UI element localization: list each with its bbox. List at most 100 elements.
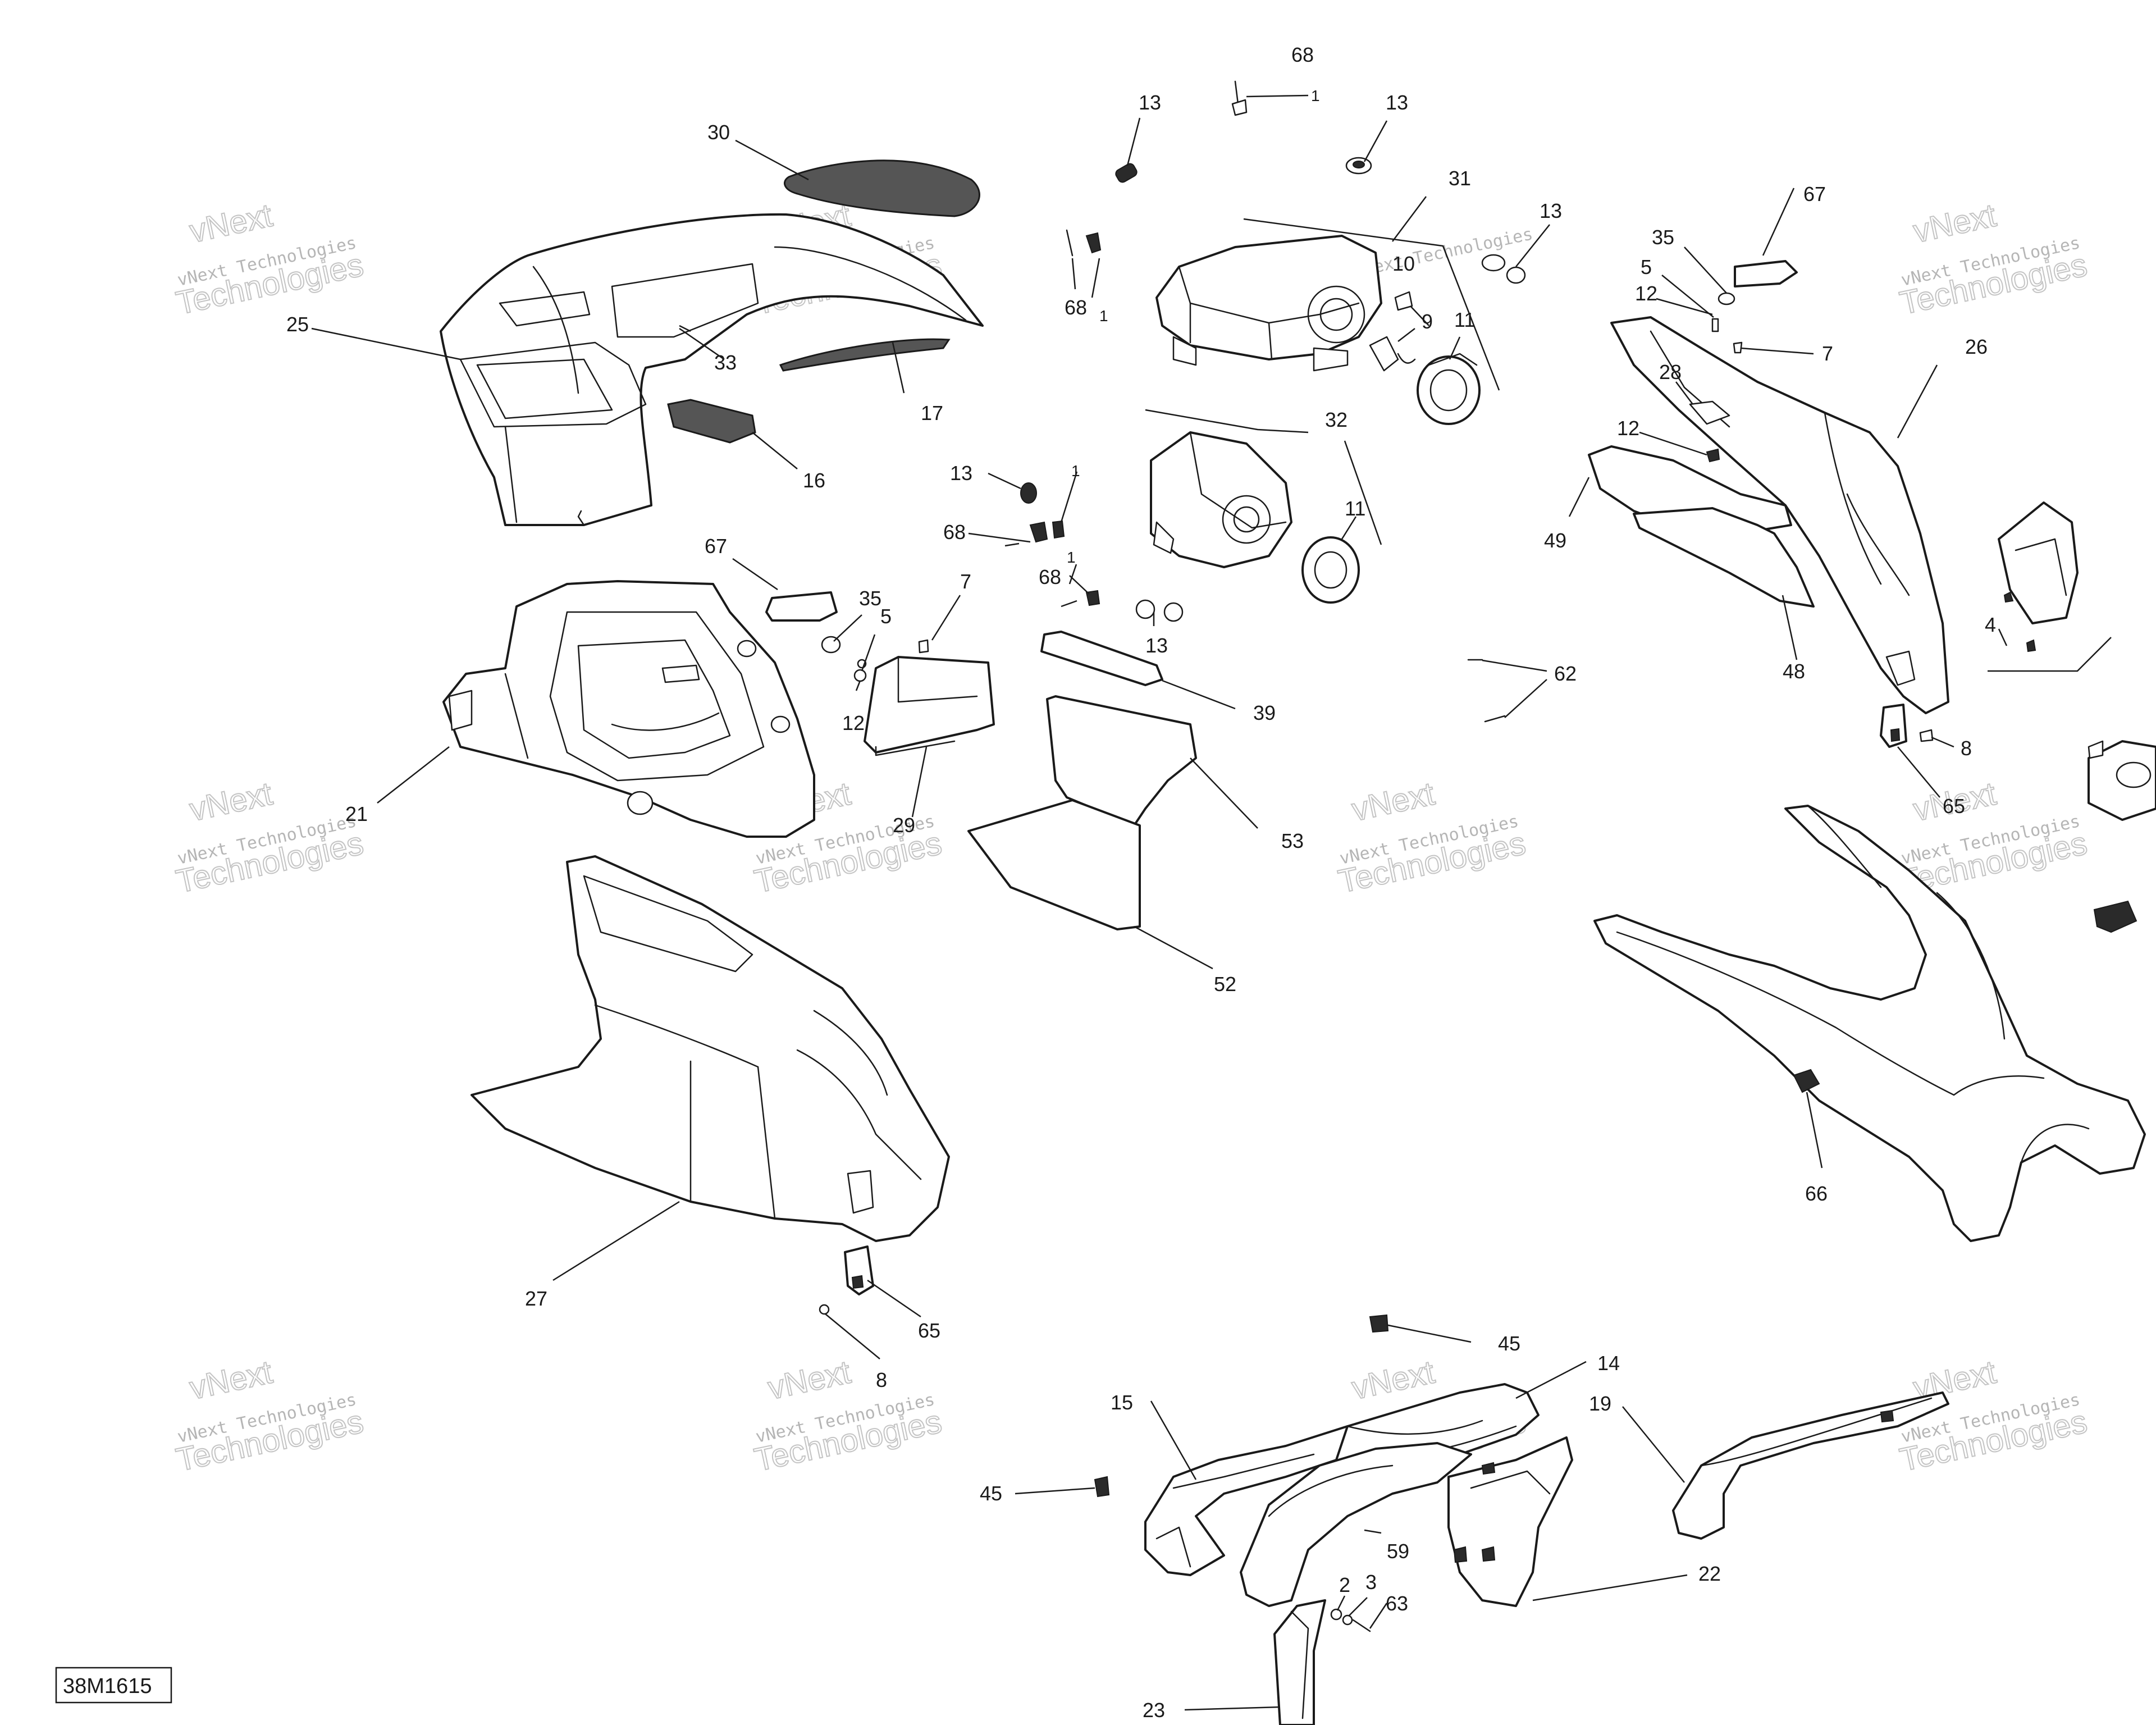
callout-23: 23 bbox=[1143, 1699, 1165, 1722]
part-25-hood bbox=[440, 213, 984, 526]
part-67-trim bbox=[765, 591, 838, 622]
part-49-inner-trim bbox=[1588, 445, 1792, 535]
part-8-screw bbox=[1919, 729, 1934, 742]
callout-21: 21 bbox=[345, 802, 368, 825]
part-28-bracket bbox=[1689, 400, 1730, 425]
part-right-edge-connector bbox=[2093, 900, 2137, 933]
callout-65: 65 bbox=[1943, 795, 1965, 818]
watermark-line1: vNext bbox=[186, 775, 276, 828]
part-22-right-lower-fairing bbox=[1447, 1436, 1573, 1607]
callout-8: 8 bbox=[876, 1368, 887, 1391]
callout-63: 63 bbox=[1386, 1592, 1408, 1615]
callout-39: 39 bbox=[1253, 701, 1276, 724]
part-13-grommet bbox=[1135, 599, 1184, 622]
callout-29: 29 bbox=[893, 814, 915, 837]
part-13-grommet bbox=[1020, 482, 1037, 504]
part-65-latch-right bbox=[1880, 704, 1907, 748]
callout-4: 4 bbox=[1985, 613, 1996, 636]
callout-2: 2 bbox=[1339, 1573, 1350, 1596]
callout-22: 22 bbox=[1698, 1562, 1721, 1585]
callout-13: 13 bbox=[1540, 199, 1562, 222]
part-35-clip bbox=[1718, 292, 1735, 305]
callout-1: 1 bbox=[1099, 307, 1108, 325]
callout-53: 53 bbox=[1281, 829, 1304, 852]
part-68-screw bbox=[1231, 80, 1248, 116]
callout-45: 45 bbox=[1498, 1332, 1520, 1355]
callout-25: 25 bbox=[286, 313, 309, 336]
part-5-washer bbox=[1711, 318, 1719, 332]
callout-32: 32 bbox=[1325, 408, 1347, 431]
part-52-foam-panel bbox=[967, 799, 1141, 930]
callout-16: 16 bbox=[803, 469, 825, 492]
watermark-line1: vNext bbox=[186, 197, 276, 250]
part-11-headlight-lens bbox=[1301, 536, 1360, 604]
part-63-screw bbox=[1352, 1619, 1371, 1632]
callout-48: 48 bbox=[1783, 660, 1805, 683]
callout-13: 13 bbox=[1139, 91, 1161, 114]
watermark: vNext vNext Technologies Technologies bbox=[751, 1353, 945, 1479]
part-26-right-side-panel bbox=[1610, 316, 1949, 714]
callout-13: 13 bbox=[1145, 634, 1168, 657]
callout-35: 35 bbox=[859, 587, 881, 610]
callout-68: 68 bbox=[1291, 43, 1314, 66]
part-68-screw bbox=[1061, 590, 1100, 608]
part-39-trim-bar bbox=[1040, 631, 1163, 686]
part-45-clip bbox=[1094, 1476, 1110, 1498]
part-13-grommet bbox=[1345, 157, 1372, 175]
watermark-line1: vNext bbox=[1349, 1354, 1438, 1407]
leader-lines bbox=[311, 94, 2008, 1711]
part-2-washer bbox=[1330, 1608, 1342, 1621]
callout-28: 28 bbox=[1659, 360, 1682, 384]
callouts: 68 1 13 13 30 31 13 67 35 5 1 2 7 25 33 6… bbox=[286, 43, 1996, 1722]
callout-3: 3 bbox=[1365, 1571, 1377, 1594]
part-35-clip bbox=[821, 636, 841, 654]
part-13-grommet bbox=[1481, 254, 1526, 284]
callout-33: 33 bbox=[714, 351, 737, 374]
parts bbox=[440, 80, 2156, 1725]
callout-5: 5 bbox=[880, 605, 892, 628]
callout-62: 62 bbox=[1554, 662, 1577, 685]
callout-9: 9 bbox=[1422, 310, 1433, 333]
part-45-clip bbox=[1369, 1314, 1389, 1333]
callout-59: 59 bbox=[1387, 1540, 1409, 1563]
callout-30: 30 bbox=[707, 121, 730, 144]
callout-1: 1 bbox=[1311, 87, 1320, 104]
part-7-push-nut bbox=[918, 639, 929, 654]
watermark: vNext vNext Technologies Technologies bbox=[172, 197, 367, 322]
callout-11: 11 bbox=[1454, 308, 1475, 331]
callout-65: 65 bbox=[918, 1319, 940, 1342]
reference-code-box: 38M1615 bbox=[55, 1667, 172, 1704]
callout-8: 8 bbox=[1961, 737, 1972, 760]
part-59-center-panel bbox=[1240, 1442, 1472, 1607]
part-15-left-fairing bbox=[1144, 1425, 1349, 1576]
callout-52: 52 bbox=[1214, 973, 1236, 996]
callout-15: 15 bbox=[1111, 1391, 1133, 1414]
watermark-line1: vNext bbox=[186, 1354, 276, 1407]
watermark: vNext vNext Technologies Technologies bbox=[172, 1353, 367, 1479]
callout-49: 49 bbox=[1544, 529, 1566, 552]
callout-68: 68 bbox=[943, 521, 966, 544]
part-29-mounting-bracket bbox=[864, 656, 995, 756]
watermark-line1: vNext bbox=[765, 1354, 854, 1407]
callout-68: 68 bbox=[1039, 565, 1061, 588]
callout-67: 67 bbox=[1803, 182, 1826, 206]
callout-13: 13 bbox=[1386, 91, 1408, 114]
part-3-spacer bbox=[1342, 1614, 1353, 1626]
part-48-side-trim bbox=[1633, 507, 1815, 608]
callout-7: 7 bbox=[960, 570, 971, 593]
part-5-washer bbox=[853, 669, 867, 682]
callout-45: 45 bbox=[980, 1482, 1002, 1505]
leader-4-bracket bbox=[1988, 637, 2112, 672]
callout-13: 13 bbox=[950, 462, 972, 485]
part-13-grommet-top bbox=[1115, 163, 1138, 183]
part-4-cover bbox=[1998, 501, 2079, 652]
callout-14: 14 bbox=[1597, 1352, 1620, 1375]
part-8-screw bbox=[819, 1304, 830, 1315]
part-right-lower-body-panel bbox=[1593, 805, 2146, 1242]
callout-27: 27 bbox=[525, 1287, 547, 1310]
watermark: vNext vNext Technologies Technologies bbox=[1896, 197, 2091, 322]
part-16-side-grille bbox=[667, 399, 756, 444]
watermark: vNext vNext Technologies Technologies bbox=[1335, 775, 1529, 901]
part-31-headlight-housing bbox=[1155, 235, 1382, 372]
callout-31: 31 bbox=[1449, 167, 1471, 190]
